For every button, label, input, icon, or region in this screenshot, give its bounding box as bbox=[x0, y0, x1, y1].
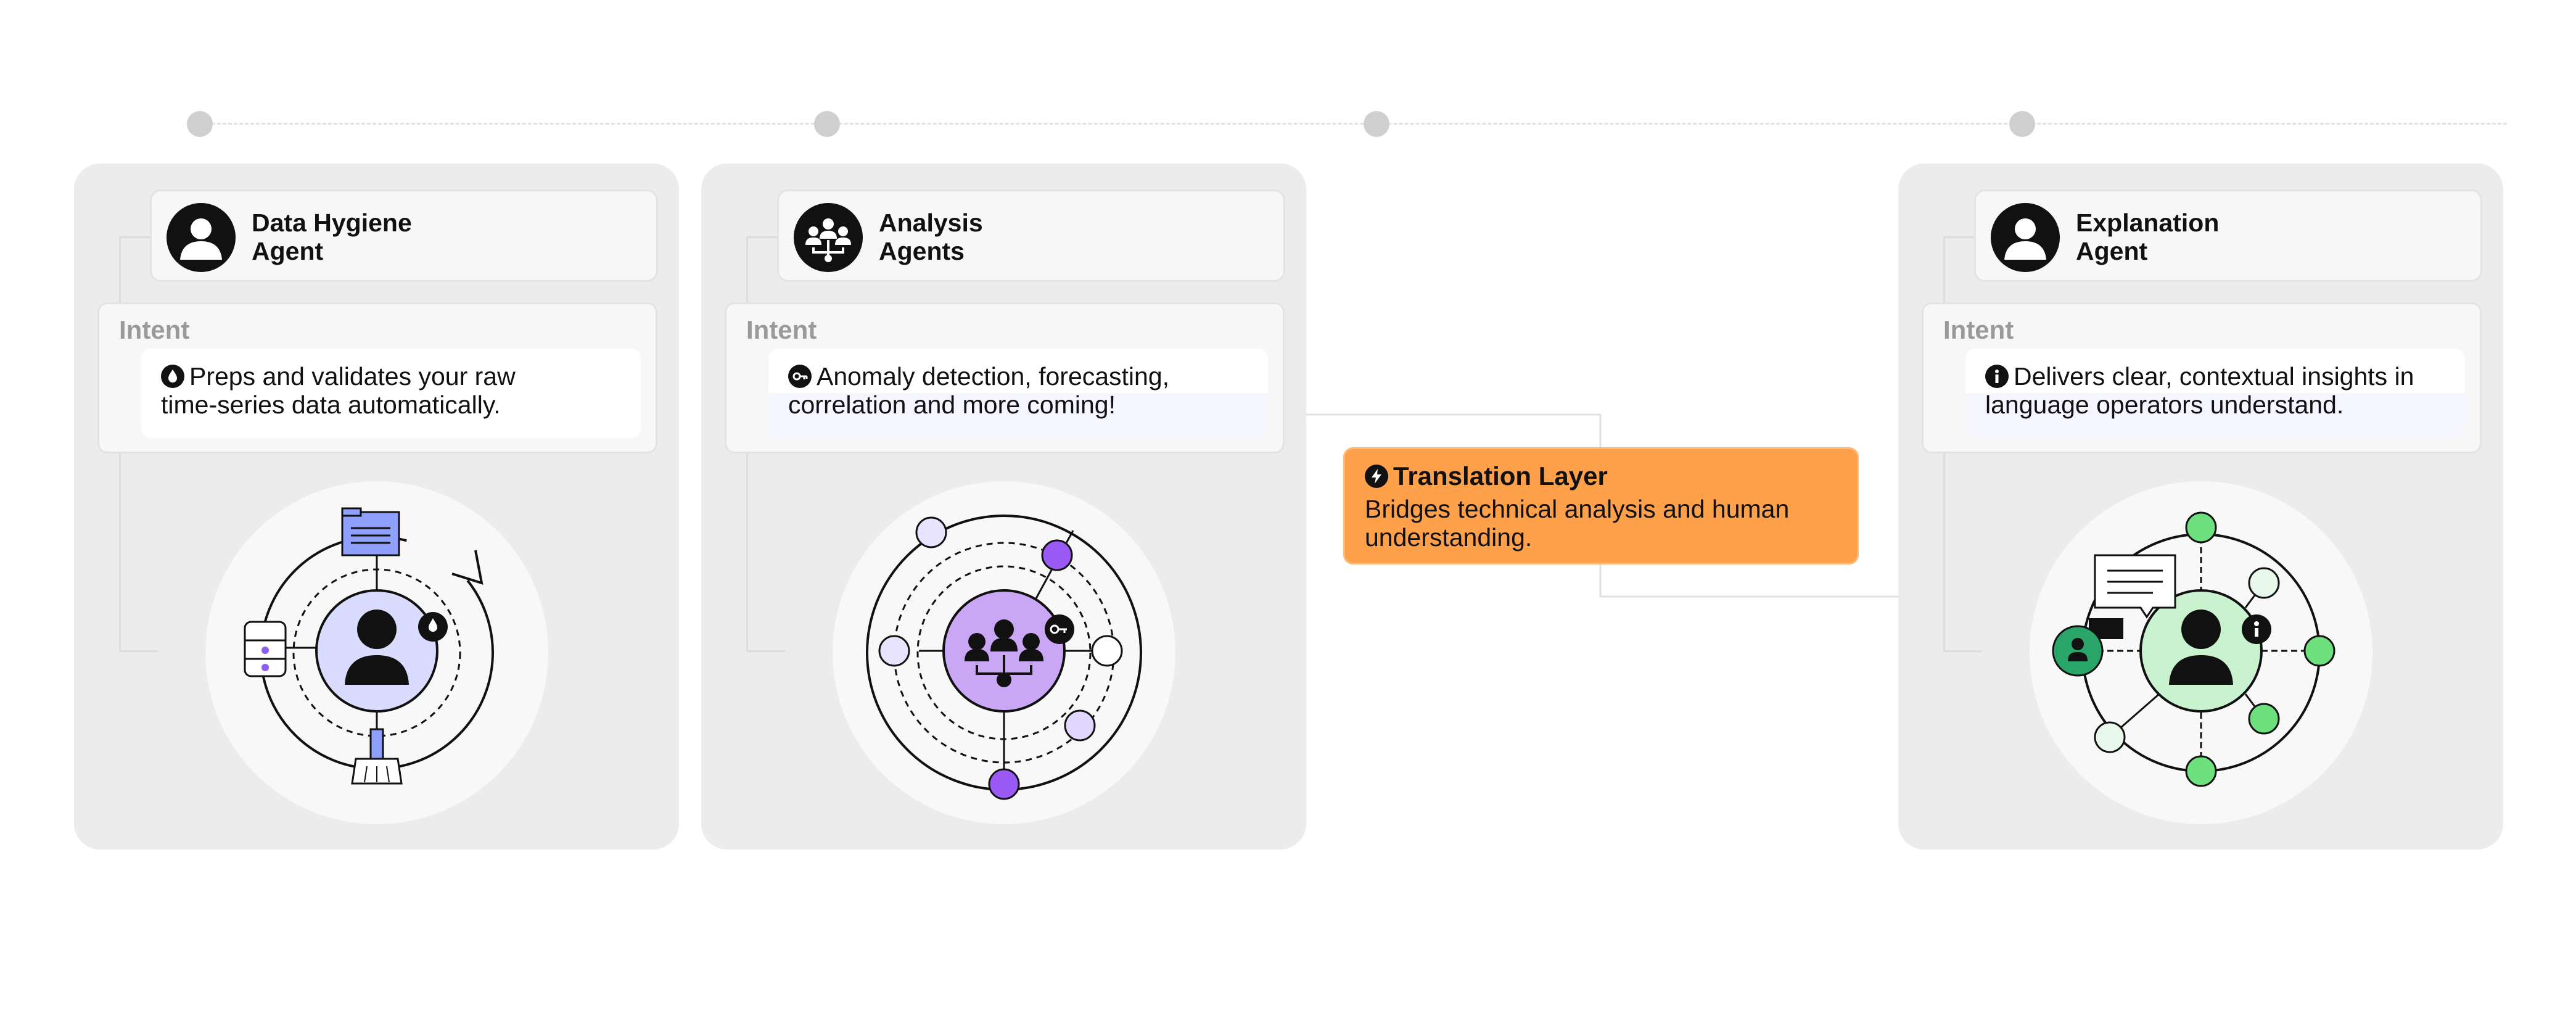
analysis-illustration bbox=[833, 481, 1175, 824]
agent-title-line: Analysis bbox=[879, 209, 983, 237]
agent-title: Data Hygiene Agent bbox=[252, 209, 412, 265]
intent-text-line: time-series data automatically. bbox=[161, 391, 501, 419]
lightning-icon bbox=[1365, 465, 1388, 488]
agent-title-line: Explanation bbox=[2076, 209, 2220, 237]
intent-label: Intent bbox=[119, 315, 190, 344]
agent-title: Analysis Agents bbox=[879, 209, 983, 265]
agent-header: Explanation Agent bbox=[1974, 189, 2482, 282]
translation-layer-title: Translation Layer bbox=[1365, 461, 1608, 491]
intent-box: Intent Delivers clear, contextual insigh… bbox=[1922, 302, 2482, 453]
agent-header: Data Hygiene Agent bbox=[150, 189, 658, 282]
data-hygiene-illustration bbox=[205, 481, 548, 824]
translation-layer-title-text: Translation Layer bbox=[1393, 461, 1608, 490]
timeline-dot bbox=[814, 111, 840, 137]
intent-description: Delivers clear, contextual insights in l… bbox=[1965, 349, 2465, 438]
agent-title-line: Agent bbox=[2076, 237, 2148, 265]
timeline-dot bbox=[2009, 111, 2035, 137]
intent-description: Anomaly detection, forecasting, correlat… bbox=[768, 349, 1268, 438]
intent-box: Intent Preps and validates your raw time… bbox=[97, 302, 657, 453]
data-hygiene-agent-card: Data Hygiene Agent Intent Preps and vali… bbox=[74, 163, 679, 850]
agent-title-line: Data Hygiene bbox=[252, 209, 412, 237]
timeline-dot bbox=[187, 111, 213, 137]
translation-layer-box: Translation Layer Bridges technical anal… bbox=[1343, 447, 1859, 564]
intent-text-line: language operators understand. bbox=[1985, 391, 2344, 419]
agent-header: Analysis Agents bbox=[777, 189, 1285, 282]
droplet-icon bbox=[161, 365, 184, 388]
timeline-dot bbox=[1364, 111, 1389, 137]
explanation-agent-card: Explanation Agent Intent Delivers clear,… bbox=[1898, 163, 2503, 850]
intent-label: Intent bbox=[1943, 315, 2014, 344]
intent-box: Intent Anomaly detection, forecasting, c… bbox=[725, 302, 1285, 453]
translation-layer-description: Bridges technical analysis and human und… bbox=[1365, 495, 1790, 552]
agent-title: Explanation Agent bbox=[2076, 209, 2219, 265]
info-icon bbox=[1985, 365, 2009, 388]
intent-text-line: Preps and validates your raw bbox=[189, 362, 516, 391]
flow-connector bbox=[1301, 413, 1899, 598]
group-network-icon bbox=[794, 203, 863, 272]
analysis-agents-card: Analysis Agents Intent Anomaly detection… bbox=[701, 163, 1306, 850]
intent-label: Intent bbox=[746, 315, 817, 344]
intent-text-line: correlation and more coming! bbox=[788, 391, 1116, 419]
person-icon bbox=[167, 203, 236, 272]
intent-text-line: Anomaly detection, forecasting, bbox=[817, 362, 1170, 391]
timeline-line bbox=[200, 123, 2507, 125]
key-icon bbox=[788, 365, 812, 388]
person-icon bbox=[1991, 203, 2060, 272]
agent-title-line: Agent bbox=[252, 237, 324, 265]
intent-text-line: Delivers clear, contextual insights in bbox=[2014, 362, 2414, 391]
agent-title-line: Agents bbox=[879, 237, 965, 265]
intent-description: Preps and validates your raw time-series… bbox=[141, 349, 641, 438]
explanation-illustration bbox=[2030, 481, 2372, 824]
